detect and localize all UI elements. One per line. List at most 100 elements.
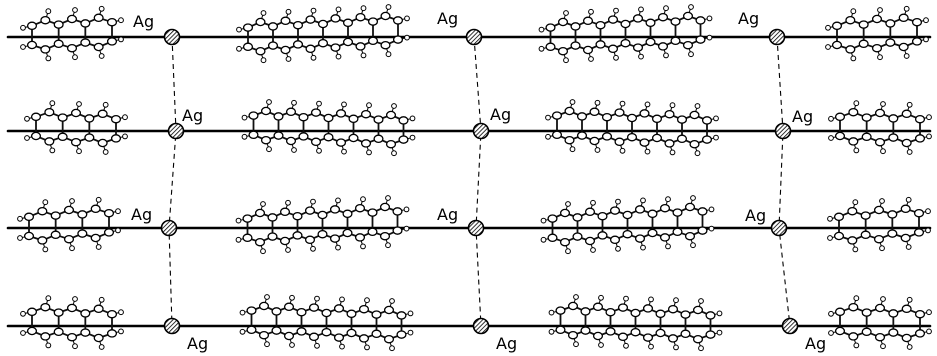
carbon-atom <box>333 304 345 313</box>
hydrogen-atom <box>260 10 267 16</box>
carbon-atom <box>614 137 625 147</box>
carbon-atom <box>304 206 316 215</box>
hydrogen-atom <box>563 57 569 64</box>
carbon-atom <box>292 20 304 30</box>
carbon-atom <box>642 304 654 313</box>
hydrogen-atom <box>669 149 676 156</box>
hydrogen-atom <box>638 6 644 13</box>
carbon-atom <box>605 307 616 317</box>
carbon-atom <box>93 333 104 343</box>
carbon-atom <box>622 210 633 220</box>
ag-ag-contact <box>776 36 791 327</box>
carbon-atom <box>66 14 78 24</box>
ag-labels: Ag Ag Ag Ag Ag Ag Ag Ag Ag Ag Ag Ag <box>131 9 826 353</box>
carbon-atom <box>834 307 846 317</box>
carbon-atom <box>582 45 594 55</box>
carbon-atom <box>30 112 42 122</box>
carbon-atom <box>567 330 579 340</box>
carbon-atom <box>379 202 391 212</box>
carbon-atom <box>242 233 253 243</box>
silver-atom <box>465 28 483 46</box>
hydrogen-atom <box>923 17 929 24</box>
carbon-atom <box>84 114 95 123</box>
carbon-atom <box>676 134 688 144</box>
hydrogen-atom <box>316 100 322 107</box>
hydrogen-atom <box>285 199 291 206</box>
hydrogen-atom <box>926 114 932 121</box>
hydrogen-atom <box>852 246 859 253</box>
carbon-atom <box>360 139 372 148</box>
carbon-atom <box>564 135 575 145</box>
carbon-atom <box>697 207 708 216</box>
ag-label-r3-2: Ag <box>437 205 458 224</box>
carbon-atom <box>50 211 61 220</box>
carbon-atom <box>557 46 569 56</box>
hydrogen-atom <box>538 45 545 52</box>
carbon-atom <box>664 109 675 119</box>
carbon-atom <box>385 110 397 120</box>
carbon-atom <box>672 227 683 237</box>
hydrogen-atom <box>905 244 912 250</box>
carbon-atom <box>84 133 95 142</box>
carbon-atom <box>647 209 658 219</box>
carbon-atom <box>834 112 846 122</box>
carbon-atom <box>555 306 566 315</box>
carbon-atom <box>601 132 613 141</box>
carbon-atom <box>373 134 384 144</box>
carbon-atom <box>617 332 629 342</box>
carbon-atom <box>66 303 78 313</box>
carbon-atom <box>667 334 679 343</box>
hydrogen-atom <box>623 342 629 349</box>
silver-atom <box>467 219 485 237</box>
carbon-atom <box>695 16 706 25</box>
silver-atom <box>163 317 181 335</box>
hydrogen-atom <box>598 342 604 348</box>
carbon-atom <box>913 228 925 237</box>
carbon-atom <box>292 211 303 221</box>
hydrogen-atom <box>364 344 370 351</box>
hydrogen-atom <box>391 150 397 157</box>
carbon-atom <box>90 204 101 214</box>
carbon-atom <box>634 234 646 243</box>
hydrogen-atom <box>407 310 414 317</box>
carbon-atom <box>342 209 353 219</box>
hydrogen-atom <box>828 310 834 317</box>
carbon-atom <box>900 204 911 214</box>
carbon-atom <box>609 235 621 245</box>
carbon-atom <box>913 208 925 218</box>
hydrogen-atom <box>72 296 78 302</box>
hydrogen-atom <box>640 197 646 204</box>
carbon-atom <box>617 303 629 312</box>
hydrogen-atom <box>24 135 30 141</box>
hydrogen-atom <box>385 51 392 58</box>
aromatic-molecule <box>538 4 713 64</box>
carbon-atom <box>106 309 118 319</box>
hydrogen-atom <box>716 329 723 336</box>
carbon-atom <box>330 14 341 23</box>
hydrogen-atom <box>266 146 272 153</box>
hydrogen-atom <box>623 295 629 302</box>
carbon-atom <box>848 332 859 341</box>
argentophilic-contacts <box>168 36 791 327</box>
carbon-atom <box>861 327 872 337</box>
hydrogen-atom <box>260 57 267 64</box>
carbon-atom <box>609 206 621 215</box>
hydrogen-atom <box>573 294 579 300</box>
carbon-atom <box>607 44 619 54</box>
hydrogen-atom <box>615 198 621 205</box>
carbon-atom <box>576 112 588 121</box>
hydrogen-atom <box>688 4 694 10</box>
hydrogen-atom <box>828 115 834 122</box>
carbon-atom <box>396 330 407 339</box>
carbon-atom <box>871 43 883 53</box>
carbon-atom <box>30 131 42 141</box>
carbon-atom <box>346 328 357 338</box>
hydrogen-atom <box>663 5 669 12</box>
hydrogen-atom <box>545 133 551 140</box>
hydrogen-atom <box>663 52 669 59</box>
carbon-atom <box>664 139 675 148</box>
carbon-atom <box>296 307 307 317</box>
carbon-atom <box>874 303 886 313</box>
hydrogen-atom <box>360 5 367 12</box>
carbon-atom <box>285 136 297 146</box>
